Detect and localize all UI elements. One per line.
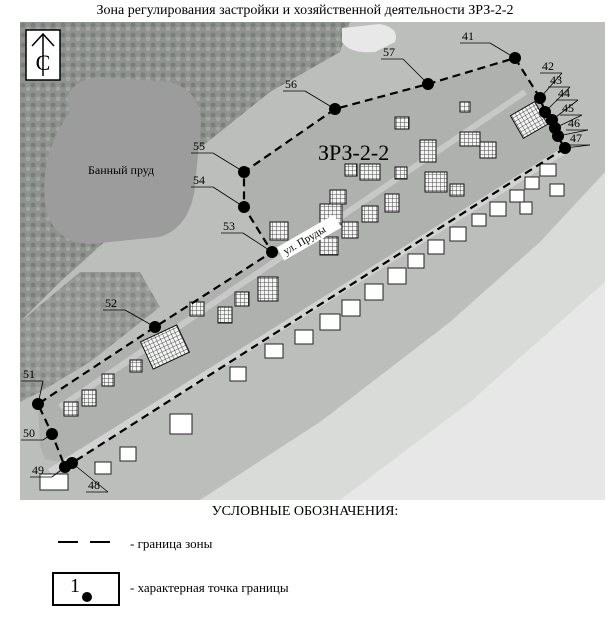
forest-area-lower [20, 272, 160, 402]
boundary-point-label: 43 [550, 73, 562, 87]
road-main [48, 147, 567, 475]
boundary-point-label: 42 [542, 59, 554, 73]
boundary-point-43: 43 [539, 73, 571, 118]
boundary-point-label: 44 [558, 86, 570, 100]
boundary-point-label: 54 [193, 173, 205, 187]
boundary-point-label: 51 [23, 367, 35, 381]
north-symbol: С [36, 50, 51, 75]
boundary-point-label: 48 [88, 478, 100, 492]
boundary-point-51: 51 [21, 367, 44, 410]
zone-map: С Банный пруд ЗРЗ-2-2 ул. Пруды 41424344… [20, 22, 605, 500]
boundary-point-47: 47 [559, 131, 591, 154]
boundary-point-label: 50 [23, 426, 35, 440]
boundary-point-label: 52 [105, 296, 117, 310]
boundary-point-46: 46 [552, 116, 589, 142]
boundary-point-label: 49 [32, 463, 44, 477]
boundary-point-44: 44 [546, 86, 579, 126]
boundary-point-marker [539, 106, 551, 118]
zone-label: ЗРЗ-2-2 [318, 140, 389, 165]
boundary-point-leader [71, 462, 109, 493]
legend-title: УСЛОВНЫЕ ОБОЗНАЧЕНИЯ: [211, 504, 399, 519]
boundary-point-marker [32, 398, 44, 410]
boundary-point-label: 46 [568, 116, 580, 130]
boundary-point-53: 53 [221, 219, 278, 258]
boundary-point-marker [509, 52, 521, 64]
boundary-point-52: 52 [103, 296, 161, 333]
boundary-point-50: 50 [21, 426, 58, 441]
boundary-point-marker [552, 130, 564, 142]
boundary-point-label: 53 [223, 219, 235, 233]
north-arrow: С [25, 29, 61, 81]
boundary-point-label: 45 [562, 101, 574, 115]
pond-top [342, 24, 396, 53]
boundary-point-marker [266, 246, 278, 258]
boundary-point-label: 55 [193, 139, 205, 153]
boundary-point-54: 54 [191, 173, 250, 213]
boundary-point-label: 56 [285, 77, 297, 91]
legend-point-sample: 1 [52, 572, 120, 606]
map-title: Зона регулирования застройки и хозяйстве… [96, 3, 514, 18]
boundary-point-label: 57 [383, 45, 395, 59]
boundary-point-marker [534, 92, 546, 104]
buildings-existing [63, 101, 549, 417]
boundary-point-marker [422, 78, 434, 90]
pond-banny [44, 77, 201, 244]
boundary-point-label: 47 [570, 131, 582, 145]
boundary-point-leader [212, 186, 245, 208]
boundary-point-marker [559, 142, 571, 154]
legend-point-dot [82, 592, 92, 602]
boundary-point-label: 41 [462, 29, 474, 43]
field-area-2 [340, 282, 605, 500]
boundary-point-57: 57 [381, 45, 434, 90]
boundary-point-leader [212, 152, 245, 173]
boundary-point-marker [149, 321, 161, 333]
boundary-point-49: 49 [30, 461, 71, 478]
pond-label: Банный пруд [88, 163, 154, 177]
boundary-point-marker [46, 428, 58, 440]
boundary-point-marker [238, 201, 250, 213]
legend-boundary-text: - граница зоны [130, 536, 213, 551]
legend-boundary-sample [58, 541, 114, 543]
legend-point-text: - характерная точка границы [130, 580, 289, 595]
boundary-point-marker [329, 103, 341, 115]
boundary-point-41: 41 [460, 29, 521, 64]
boundary-point-marker [59, 461, 71, 473]
boundary-point-marker [238, 166, 250, 178]
buildings-white [39, 163, 565, 491]
legend-point-number: 1 [70, 575, 80, 597]
boundary-point-42: 42 [534, 59, 563, 104]
boundary-point-56: 56 [283, 77, 341, 115]
boundary-point-55: 55 [191, 139, 250, 178]
